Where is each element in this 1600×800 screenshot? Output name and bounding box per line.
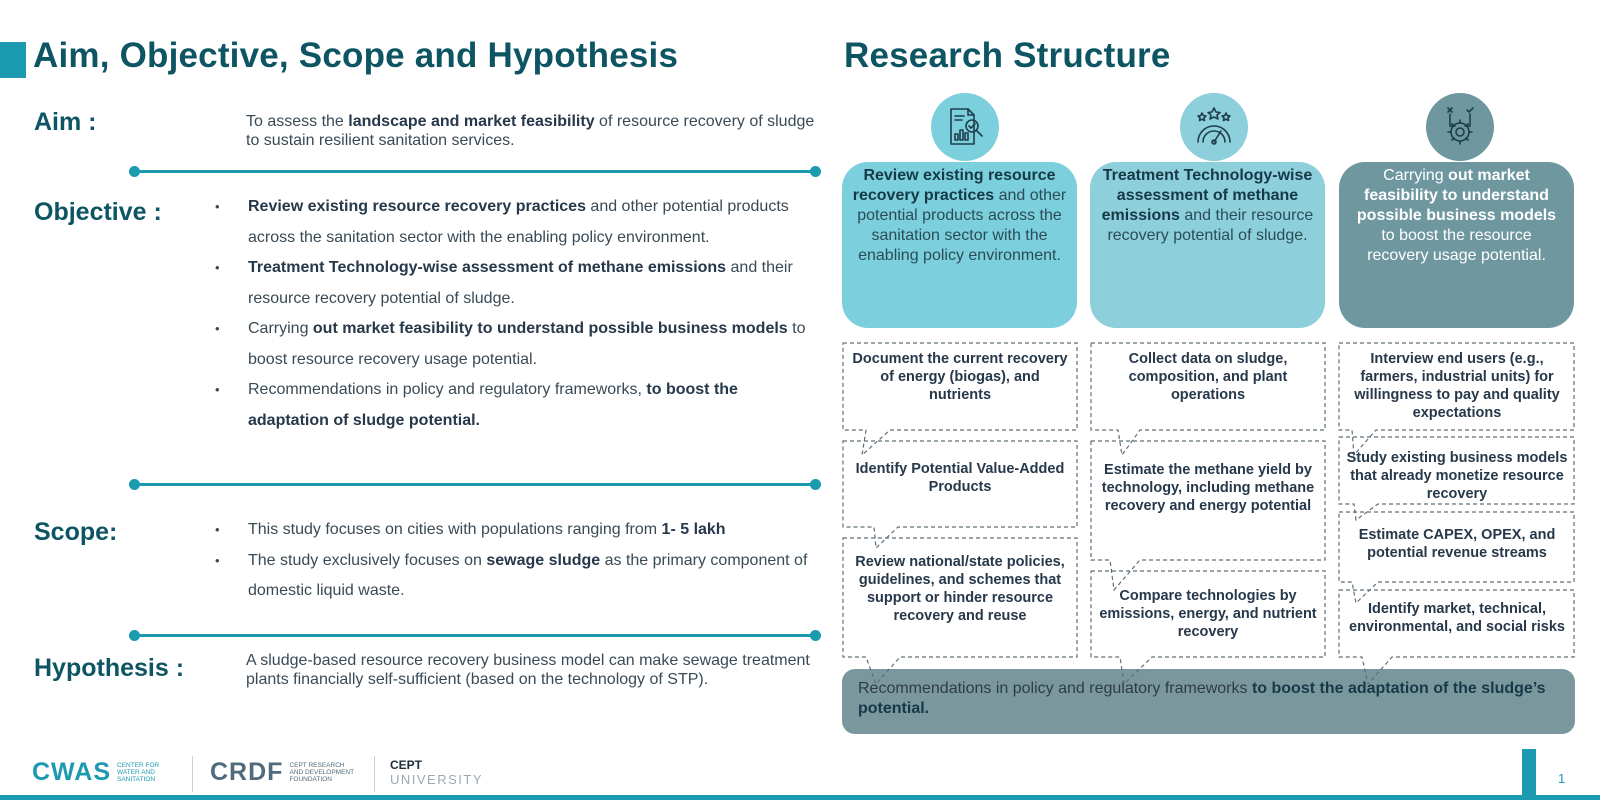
cwas-logo: CWAS Center for Water and Sanitation	[32, 758, 160, 786]
cept-university-logo: CEPT UNIVERSITY	[390, 758, 484, 788]
research-box-review-practices: Review existing resource recovery practi…	[842, 162, 1077, 328]
hypothesis-label: Hypothesis :	[34, 654, 185, 682]
aim-label: Aim :	[34, 108, 97, 136]
step-estimate-capex-opex: Estimate CAPEX, OPEX, and potential reve…	[1358, 527, 1556, 561]
step-identify-products: Identify Potential Value-Added Products	[855, 461, 1065, 495]
gauge-stars-icon	[1180, 93, 1248, 161]
objective-list: Review existing resource recovery practi…	[215, 192, 820, 436]
bullet-item: Treatment Technology-wise assessment of …	[215, 253, 820, 314]
section-title-aim-objective: Aim, Objective, Scope and Hypothesis	[33, 36, 679, 75]
separator-line	[129, 479, 821, 490]
logo-divider	[192, 756, 193, 792]
step-collect-data: Collect data on sludge, composition, and…	[1128, 351, 1288, 403]
hypothesis-text: A sludge-based resource recovery busines…	[246, 652, 810, 688]
recommendation-bar: Recommendations in policy and regulatory…	[842, 669, 1575, 734]
logo-divider	[374, 756, 375, 792]
step-document-recovery: Document the current recovery of energy …	[852, 351, 1068, 403]
footer-accent-bar	[1522, 749, 1536, 800]
aim-text: To assess the landscape and market feasi…	[246, 113, 815, 149]
separator-line	[129, 630, 821, 641]
bullet-item: Recommendations in policy and regulatory…	[215, 375, 820, 436]
bullet-item: The study exclusively focuses on sewage …	[215, 546, 820, 607]
research-box-market-feasibility: Carrying out market feasibility to under…	[1339, 162, 1574, 328]
report-analysis-icon	[931, 93, 999, 161]
title-accent-bar	[0, 42, 26, 78]
gear-balance-icon	[1426, 93, 1494, 161]
step-interview-users: Interview end users (e.g., farmers, indu…	[1354, 351, 1560, 421]
crdf-logo: CRDF CEPT Research and Development Found…	[210, 758, 354, 786]
page-number: 1	[1558, 771, 1566, 786]
step-study-business-models: Study existing business models that alre…	[1346, 450, 1568, 502]
bullet-item: This study focuses on cities with popula…	[215, 515, 820, 546]
section-title-research-structure: Research Structure	[844, 36, 1171, 75]
scope-label: Scope:	[34, 518, 118, 546]
separator-line	[129, 166, 821, 177]
step-compare-technologies: Compare technologies by emissions, energ…	[1099, 588, 1317, 640]
bullet-item: Carrying out market feasibility to under…	[215, 314, 820, 375]
scope-list: This study focuses on cities with popula…	[215, 515, 820, 607]
objective-label: Objective :	[34, 198, 162, 226]
bullet-item: Review existing resource recovery practi…	[215, 192, 820, 253]
research-box-methane-assessment: Treatment Technology-wise assessment of …	[1090, 162, 1325, 328]
step-estimate-methane: Estimate the methane yield by technology…	[1101, 462, 1315, 514]
footer-line	[0, 795, 1600, 800]
step-review-policies: Review national/state policies, guidelin…	[855, 554, 1065, 624]
step-identify-risks: Identify market, technical, environmenta…	[1349, 601, 1565, 635]
